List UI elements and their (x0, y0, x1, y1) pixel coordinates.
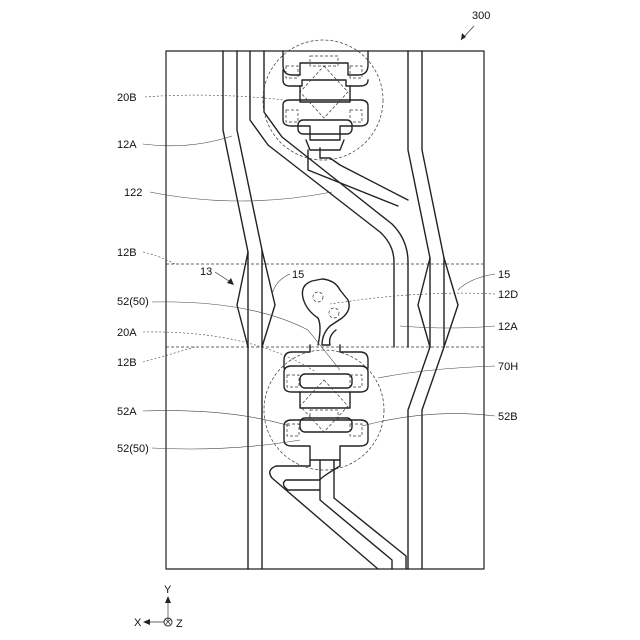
label-12A-left: 12A (117, 139, 137, 151)
right-wire-kink-2 (444, 258, 458, 347)
upper-small-rect (310, 56, 338, 66)
leader-12D (330, 293, 495, 304)
leader-12A-right (400, 326, 495, 328)
lower-pad-left-top (287, 375, 299, 387)
leader-15-right (458, 274, 495, 290)
label-13: 13 (200, 266, 212, 278)
middle-electrode-12D (302, 279, 349, 345)
label-12D: 12D (498, 289, 518, 301)
label-15-left: 15 (292, 269, 304, 281)
lower-drain-line-2 (334, 460, 406, 569)
leader-12B-top (143, 252, 175, 264)
leader-12A-left (143, 136, 232, 146)
upper-pad-left-top (286, 66, 298, 78)
middle-electrode-12D-b (303, 298, 320, 345)
contact-hole-2 (329, 308, 339, 318)
right-wire-kink (418, 258, 430, 347)
label-12B-top: 12B (117, 247, 137, 259)
lower-electrode-body (284, 420, 368, 460)
label-12A-right: 12A (498, 321, 518, 333)
label-20B: 20B (117, 92, 137, 104)
left-wire-1 (223, 51, 248, 569)
upper-pad-left-bottom (286, 110, 298, 122)
label-15-right: 15 (498, 269, 510, 281)
label-52-50-bottom: 52(50) (117, 443, 149, 455)
upper-electrode-top (283, 51, 368, 75)
upper-drain-neck (306, 140, 344, 150)
leader-52A (143, 411, 290, 426)
axis-y-arrowhead (165, 596, 171, 603)
lower-tail-hook (283, 460, 340, 490)
upper-contact-slot (298, 120, 352, 134)
upper-pad-right-bottom (350, 110, 362, 122)
upper-pad-right-top (350, 66, 362, 78)
label-52-50-top: 52(50) (117, 296, 149, 308)
label-52A: 52A (117, 406, 137, 418)
lower-electrode-top-left (284, 345, 310, 368)
right-wire-2 (422, 51, 444, 569)
label-52B: 52B (498, 411, 518, 423)
lower-drain-line-1 (320, 460, 392, 569)
axis-label-y: Y (164, 584, 172, 596)
figure-ref-number: 300 (472, 10, 490, 22)
left-wire-kink (237, 252, 248, 347)
connect-line-122-a (250, 51, 394, 347)
leader-52B (362, 414, 495, 426)
leader-52-50-bottom (152, 440, 300, 449)
axis-x-arrowhead (143, 619, 150, 625)
leader-122 (150, 192, 332, 201)
left-wire-kink-2 (262, 250, 275, 347)
axis-label-x: X (134, 617, 142, 629)
figure-ref-arrowhead (461, 33, 466, 40)
lower-contact-slot-upper (300, 374, 352, 388)
upper-diamond (300, 66, 348, 118)
label-122: 122 (124, 187, 142, 199)
lower-electrode-top-right (340, 345, 368, 368)
label-70H: 70H (498, 361, 518, 373)
contact-hole-1 (313, 292, 323, 302)
leader-15-left (272, 274, 290, 294)
leader-13-arrowhead (227, 278, 234, 285)
leader-12B-bottom (143, 347, 195, 362)
label-12B-bottom: 12B (117, 357, 137, 369)
axis-label-z: Z (176, 618, 183, 630)
label-20A: 20A (117, 327, 137, 339)
panel-frame (166, 51, 484, 569)
